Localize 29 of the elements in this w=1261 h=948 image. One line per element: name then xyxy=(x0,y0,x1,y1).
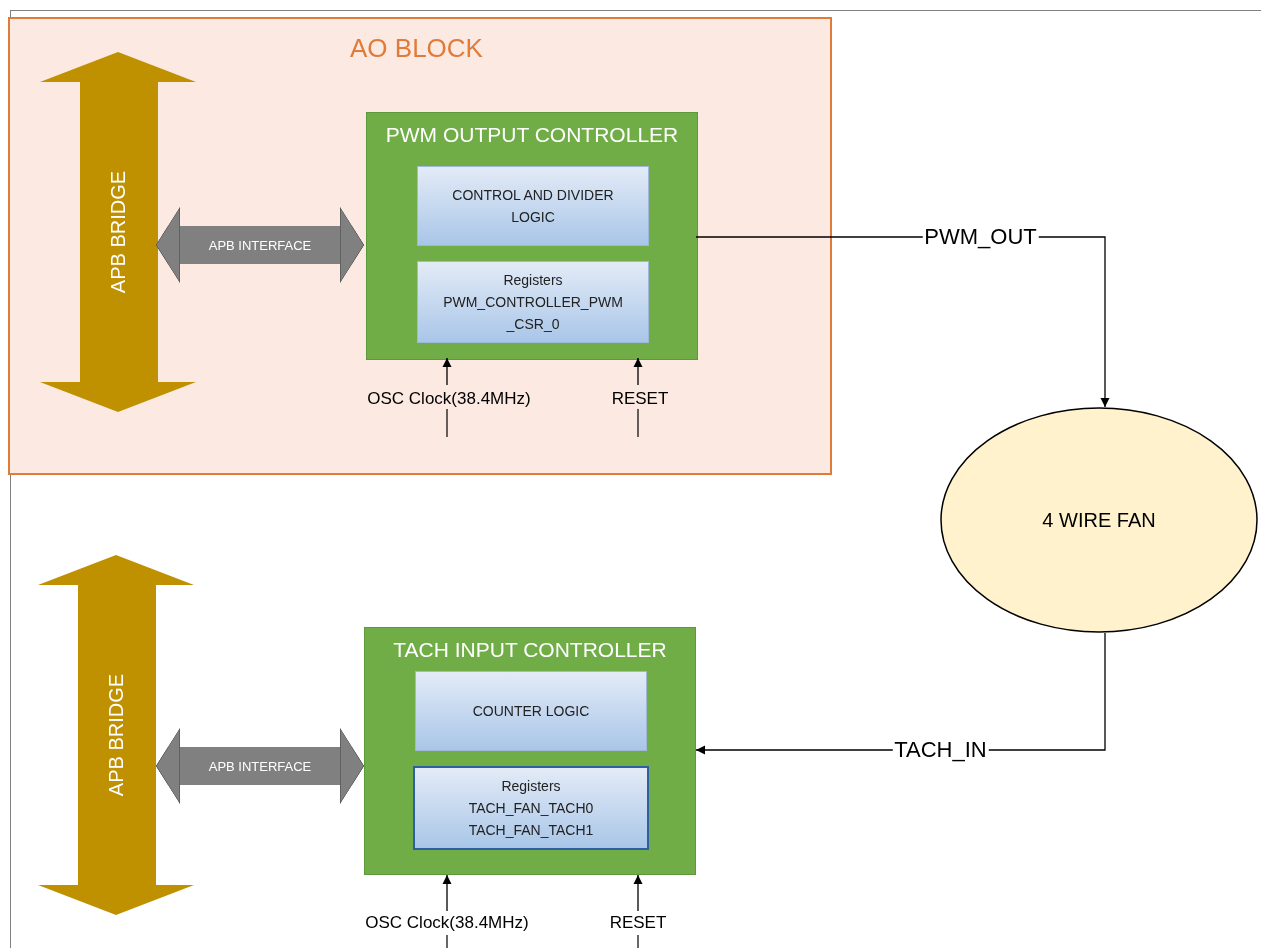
signal-label: OSC Clock(38.4MHz) xyxy=(367,389,531,409)
block-panel xyxy=(8,17,832,475)
block-text: PWM_CONTROLLER_PWM _CSR_0 xyxy=(442,293,624,334)
bridge-label: APB BRIDGE xyxy=(106,170,130,294)
bus-interface-arrow xyxy=(156,207,364,283)
logic-block xyxy=(415,671,647,751)
arrow xyxy=(442,874,452,912)
arrow xyxy=(633,357,643,386)
arrow xyxy=(633,874,643,912)
controller-box xyxy=(364,627,696,875)
block-heading: CONTROL AND DIVIDER LOGIC xyxy=(451,186,615,227)
block-text: TACH_FAN_TACH0 TACH_FAN_TACH1 xyxy=(467,799,595,840)
logic-block xyxy=(417,166,649,246)
controller-title: PWM OUTPUT CONTROLLER xyxy=(384,123,680,147)
signal-label: RESET xyxy=(611,389,669,409)
block-title: AO BLOCK xyxy=(350,33,483,64)
logic-block xyxy=(417,261,649,343)
block-heading: COUNTER LOGIC xyxy=(472,702,590,721)
controller-title: TACH INPUT CONTROLLER xyxy=(392,638,668,662)
block-heading: Registers xyxy=(501,777,561,796)
block-heading: Registers xyxy=(503,271,563,290)
fan-label: 4 WIRE FAN xyxy=(1042,508,1156,532)
bridge-label: APB BRIDGE xyxy=(104,673,128,797)
bus-interface-arrow xyxy=(156,728,364,804)
logic-block xyxy=(413,766,649,850)
controller-box xyxy=(366,112,698,360)
arrow xyxy=(442,357,452,386)
signal-label: RESET xyxy=(609,913,667,933)
signal-label: OSC Clock(38.4MHz) xyxy=(365,913,529,933)
